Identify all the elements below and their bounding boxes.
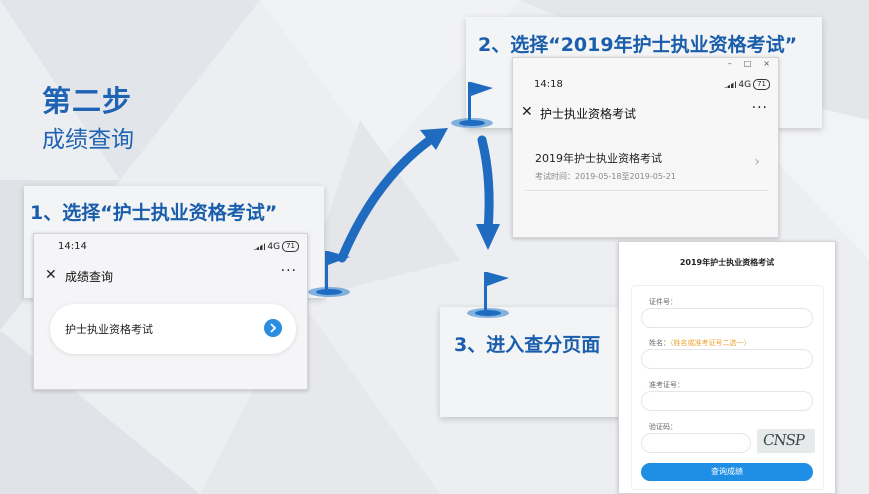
signal-icon <box>253 243 266 250</box>
status-time: 14:14 <box>58 241 87 252</box>
close-icon[interactable]: ✕ <box>521 104 533 120</box>
window-close-icon[interactable]: × <box>763 59 770 68</box>
exam-time: 考试时间：2019-05-18至2019-05-21 <box>535 172 676 181</box>
ticket-label: 准考证号： <box>649 381 684 389</box>
query-form: 2019年护士执业资格考试 证件号： 姓名：（姓名或准考证号二选一） 准考证号：… <box>618 241 836 494</box>
nav-title: 护士执业资格考试 <box>540 107 637 121</box>
exam-item-label: 护士执业资格考试 <box>65 323 153 336</box>
step2-phone: – □ × 14:18 4G 71 ✕ 护士执业资格考试 ··· 2019年护士… <box>512 57 779 238</box>
form-header: 2019年护士执业资格考试 <box>679 258 775 267</box>
signal-icon <box>724 81 737 88</box>
status-network: 4G 71 <box>724 79 770 90</box>
name-label-text: 姓名： <box>649 339 670 347</box>
maximize-icon[interactable]: □ <box>743 59 752 68</box>
captcha-input[interactable] <box>641 433 751 453</box>
step2-title: 2、选择“2019年护士执业资格考试” <box>478 34 798 56</box>
name-label: 姓名：（姓名或准考证号二选一） <box>649 338 751 348</box>
flag-icon <box>308 251 350 297</box>
form-body <box>631 285 824 490</box>
captcha-label: 验证码： <box>649 423 677 431</box>
network-label: 4G <box>267 241 281 252</box>
captcha-image[interactable]: CNSP <box>757 429 815 453</box>
exam-list-item[interactable]: 2019年护士执业资格考试 考试时间：2019-05-18至2019-05-21… <box>525 138 768 191</box>
chevron-right-icon: › <box>754 154 760 170</box>
step3-title: 3、进入查分页面 <box>454 334 601 356</box>
flag-icon <box>451 82 493 128</box>
step3-panel <box>440 307 623 417</box>
more-icon[interactable]: ··· <box>751 100 768 116</box>
step1-title: 1、选择“护士执业资格考试” <box>30 202 278 224</box>
step1-phone: 14:14 4G 71 ✕ 成绩查询 ··· 护士执业资格考试 <box>33 233 308 390</box>
id-label: 证件号： <box>649 298 677 306</box>
window-controls: – □ × <box>728 59 770 68</box>
step-title: 第二步 <box>42 84 133 118</box>
ticket-input[interactable] <box>641 391 813 411</box>
name-hint: （姓名或准考证号二选一） <box>670 339 751 347</box>
more-icon[interactable]: ··· <box>280 263 297 279</box>
close-icon[interactable]: ✕ <box>45 267 57 283</box>
battery-icon: 71 <box>282 241 299 252</box>
chevron-right-circle-icon[interactable] <box>264 319 282 337</box>
exam-item[interactable]: 护士执业资格考试 <box>50 304 296 354</box>
battery-icon: 71 <box>753 79 770 90</box>
id-input[interactable] <box>641 308 813 328</box>
submit-button[interactable]: 查询成绩 <box>641 463 813 481</box>
status-network: 4G 71 <box>253 241 299 252</box>
step-subtitle: 成绩查询 <box>42 127 134 153</box>
minimize-icon[interactable]: – <box>727 59 732 68</box>
status-time: 14:18 <box>534 79 563 90</box>
nav-title: 成绩查询 <box>65 270 114 284</box>
name-input[interactable] <box>641 349 813 369</box>
exam-name: 2019年护士执业资格考试 <box>535 152 662 165</box>
flag-icon <box>467 272 509 318</box>
network-label: 4G <box>738 79 752 90</box>
